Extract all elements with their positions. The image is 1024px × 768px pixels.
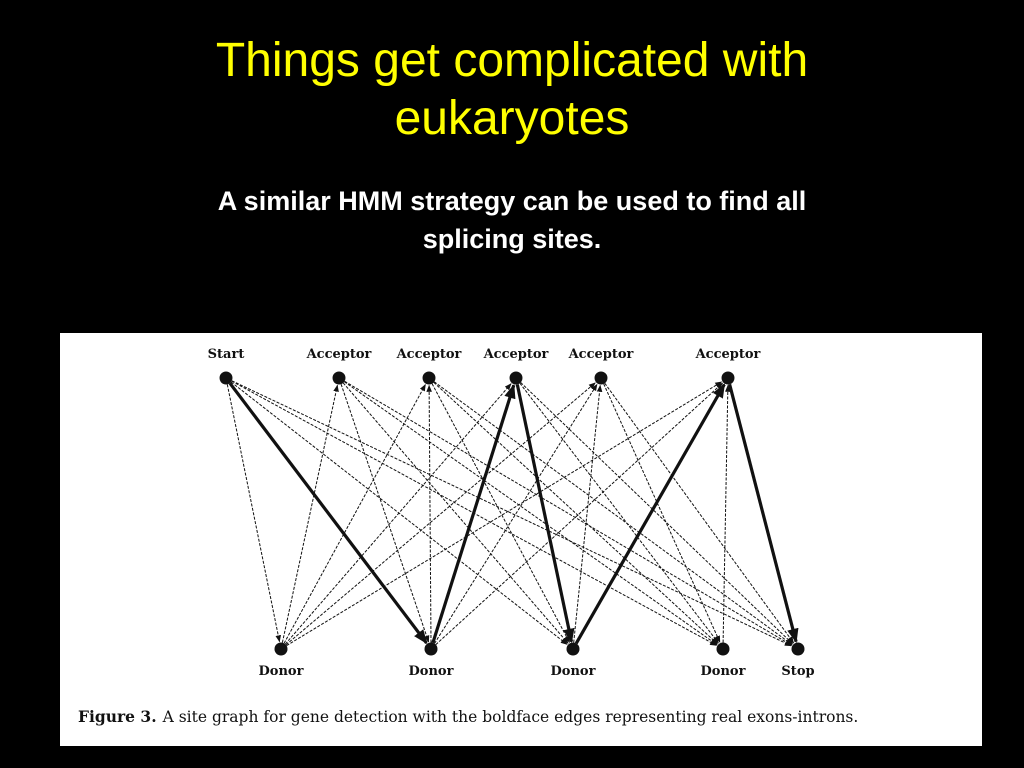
edge-d4-to-a5 [722,384,731,643]
node-label-d1: Donor [259,664,304,679]
slide-title-line-1: Things get complicated with [215,34,809,87]
edge-start-to-d1 [226,384,281,643]
edge-d2-to-a3-bold [431,383,516,644]
edge-d3-to-a5-bold [574,383,726,645]
node-d3 [566,642,580,656]
node-stop [791,642,805,656]
edge-d1-to-a4 [285,382,596,646]
node-label-a3: Acceptor [483,347,549,362]
node-a4 [594,371,608,385]
node-a2 [422,371,436,385]
edges-layer [226,380,799,647]
node-label-start: Start [208,347,245,362]
nodes-layer: Start Acceptor Acceptor Acceptor Acceptor Acc… [208,347,815,679]
edge-a4-to-stop [604,383,795,644]
edge-d1-to-a2 [283,383,426,644]
edge-a2-to-d4 [433,382,719,645]
edge-d3-to-a4 [573,384,603,643]
edge-d1-to-a3 [284,383,512,645]
node-a1 [332,371,346,385]
figure-caption-label: Figure 3. [78,707,157,726]
node-label-a4: Acceptor [568,347,634,362]
node-label-d3: Donor [551,664,596,679]
node-a5 [721,371,735,385]
figure-caption-text: A site graph for gene detection with the… [162,708,859,726]
edge-d2-to-a5 [435,382,724,645]
slide-subtitle: A similar HMM strategy can be used to fi… [100,182,924,258]
node-d1 [274,642,288,656]
figure-caption: Figure 3. A site graph for gene detection… [78,707,978,726]
node-d2 [424,642,438,656]
edge-a2-to-d3 [431,383,570,644]
edge-a3-to-d4 [519,382,719,644]
edge-d2-to-a2 [426,384,432,643]
slide-subtitle-line-2: splicing sites. [422,224,602,254]
edge-d2-to-a4 [434,383,598,644]
edge-a1-to-d2 [340,384,430,643]
edge-start-to-stop [231,380,792,647]
edge-a5-to-stop-bold [728,383,799,644]
node-label-a5: Acceptor [695,347,761,362]
edge-a2-to-stop [433,381,793,646]
edge-start-to-d2-bold [228,382,428,645]
edge-a1-to-d3 [342,382,569,644]
edge-d1-to-a1 [281,384,339,643]
node-label-d2: Donor [409,664,454,679]
node-a3 [509,371,523,385]
node-label-d4: Donor [701,664,746,679]
node-label-a1: Acceptor [306,347,372,362]
edge-d1-to-a5 [286,381,723,647]
edge-a3-to-d3-bold [515,384,575,644]
node-label-stop: Stop [781,664,814,679]
node-label-a2: Acceptor [396,347,462,362]
edge-a4-to-d4 [603,383,721,643]
node-start [219,371,233,385]
slide-subtitle-line-1: A similar HMM strategy can be used to fi… [217,186,807,216]
node-d4 [716,642,730,656]
edge-a1-to-d4 [344,381,718,646]
slide-title: Things get complicated with eukaryotes [0,32,1024,148]
edge-a1-to-stop [344,380,793,646]
figure-panel: Start Acceptor Acceptor Acceptor Acceptor Acc… [60,333,982,746]
slide-title-line-2: eukaryotes [394,92,630,145]
site-graph-diagram: Start Acceptor Acceptor Acceptor Acceptor Acc… [208,347,815,679]
